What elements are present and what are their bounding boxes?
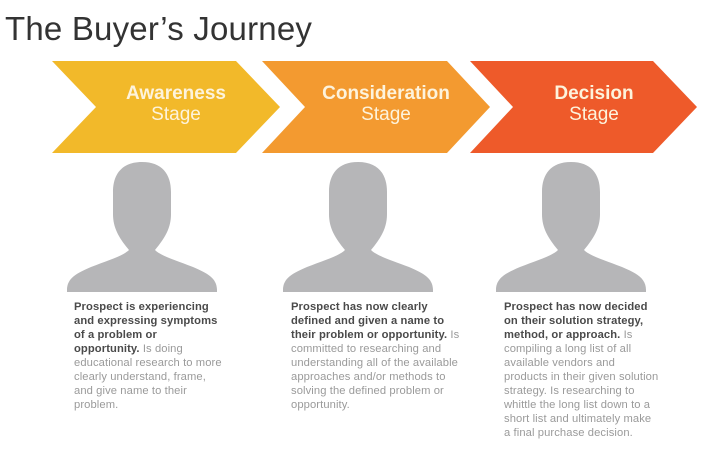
description-bold: Prospect is experiencing and expressing … (74, 301, 218, 355)
stage-description-awareness: Prospect is experiencing and expressing … (74, 300, 224, 412)
chevron-arrow-icon (262, 61, 490, 153)
stage-name: Decision (554, 83, 634, 104)
stage-sub: Stage (151, 104, 201, 125)
stage-name: Awareness (126, 83, 226, 104)
description-bold: Prospect has now decided on their soluti… (504, 301, 648, 341)
person-silhouette-icon (496, 162, 646, 292)
page-title: The Buyer’s Journey (5, 10, 313, 47)
stage-sub: Stage (361, 104, 411, 125)
stage-sub: Stage (569, 104, 619, 125)
description-text: Is committed to researching and understa… (291, 329, 460, 411)
description-text: Is doing educational research to more cl… (74, 343, 222, 411)
stage-name: Consideration (322, 83, 450, 104)
person-silhouette-icon (67, 162, 217, 292)
chevron-arrow-icon (52, 61, 280, 153)
person-silhouette-icon (283, 162, 433, 292)
stage-decision: Decision Stage (470, 61, 698, 153)
stage-awareness: Awareness Stage (52, 61, 280, 153)
description-text: Is compiling a long list of all availabl… (504, 329, 659, 439)
stage-description-consideration: Prospect has now clearly defined and giv… (291, 300, 461, 412)
stage-consideration: Consideration Stage (262, 61, 490, 153)
chevron-arrow-icon (470, 61, 697, 153)
description-bold: Prospect has now clearly defined and giv… (291, 301, 448, 341)
stage-description-decision: Prospect has now decided on their soluti… (504, 300, 659, 440)
